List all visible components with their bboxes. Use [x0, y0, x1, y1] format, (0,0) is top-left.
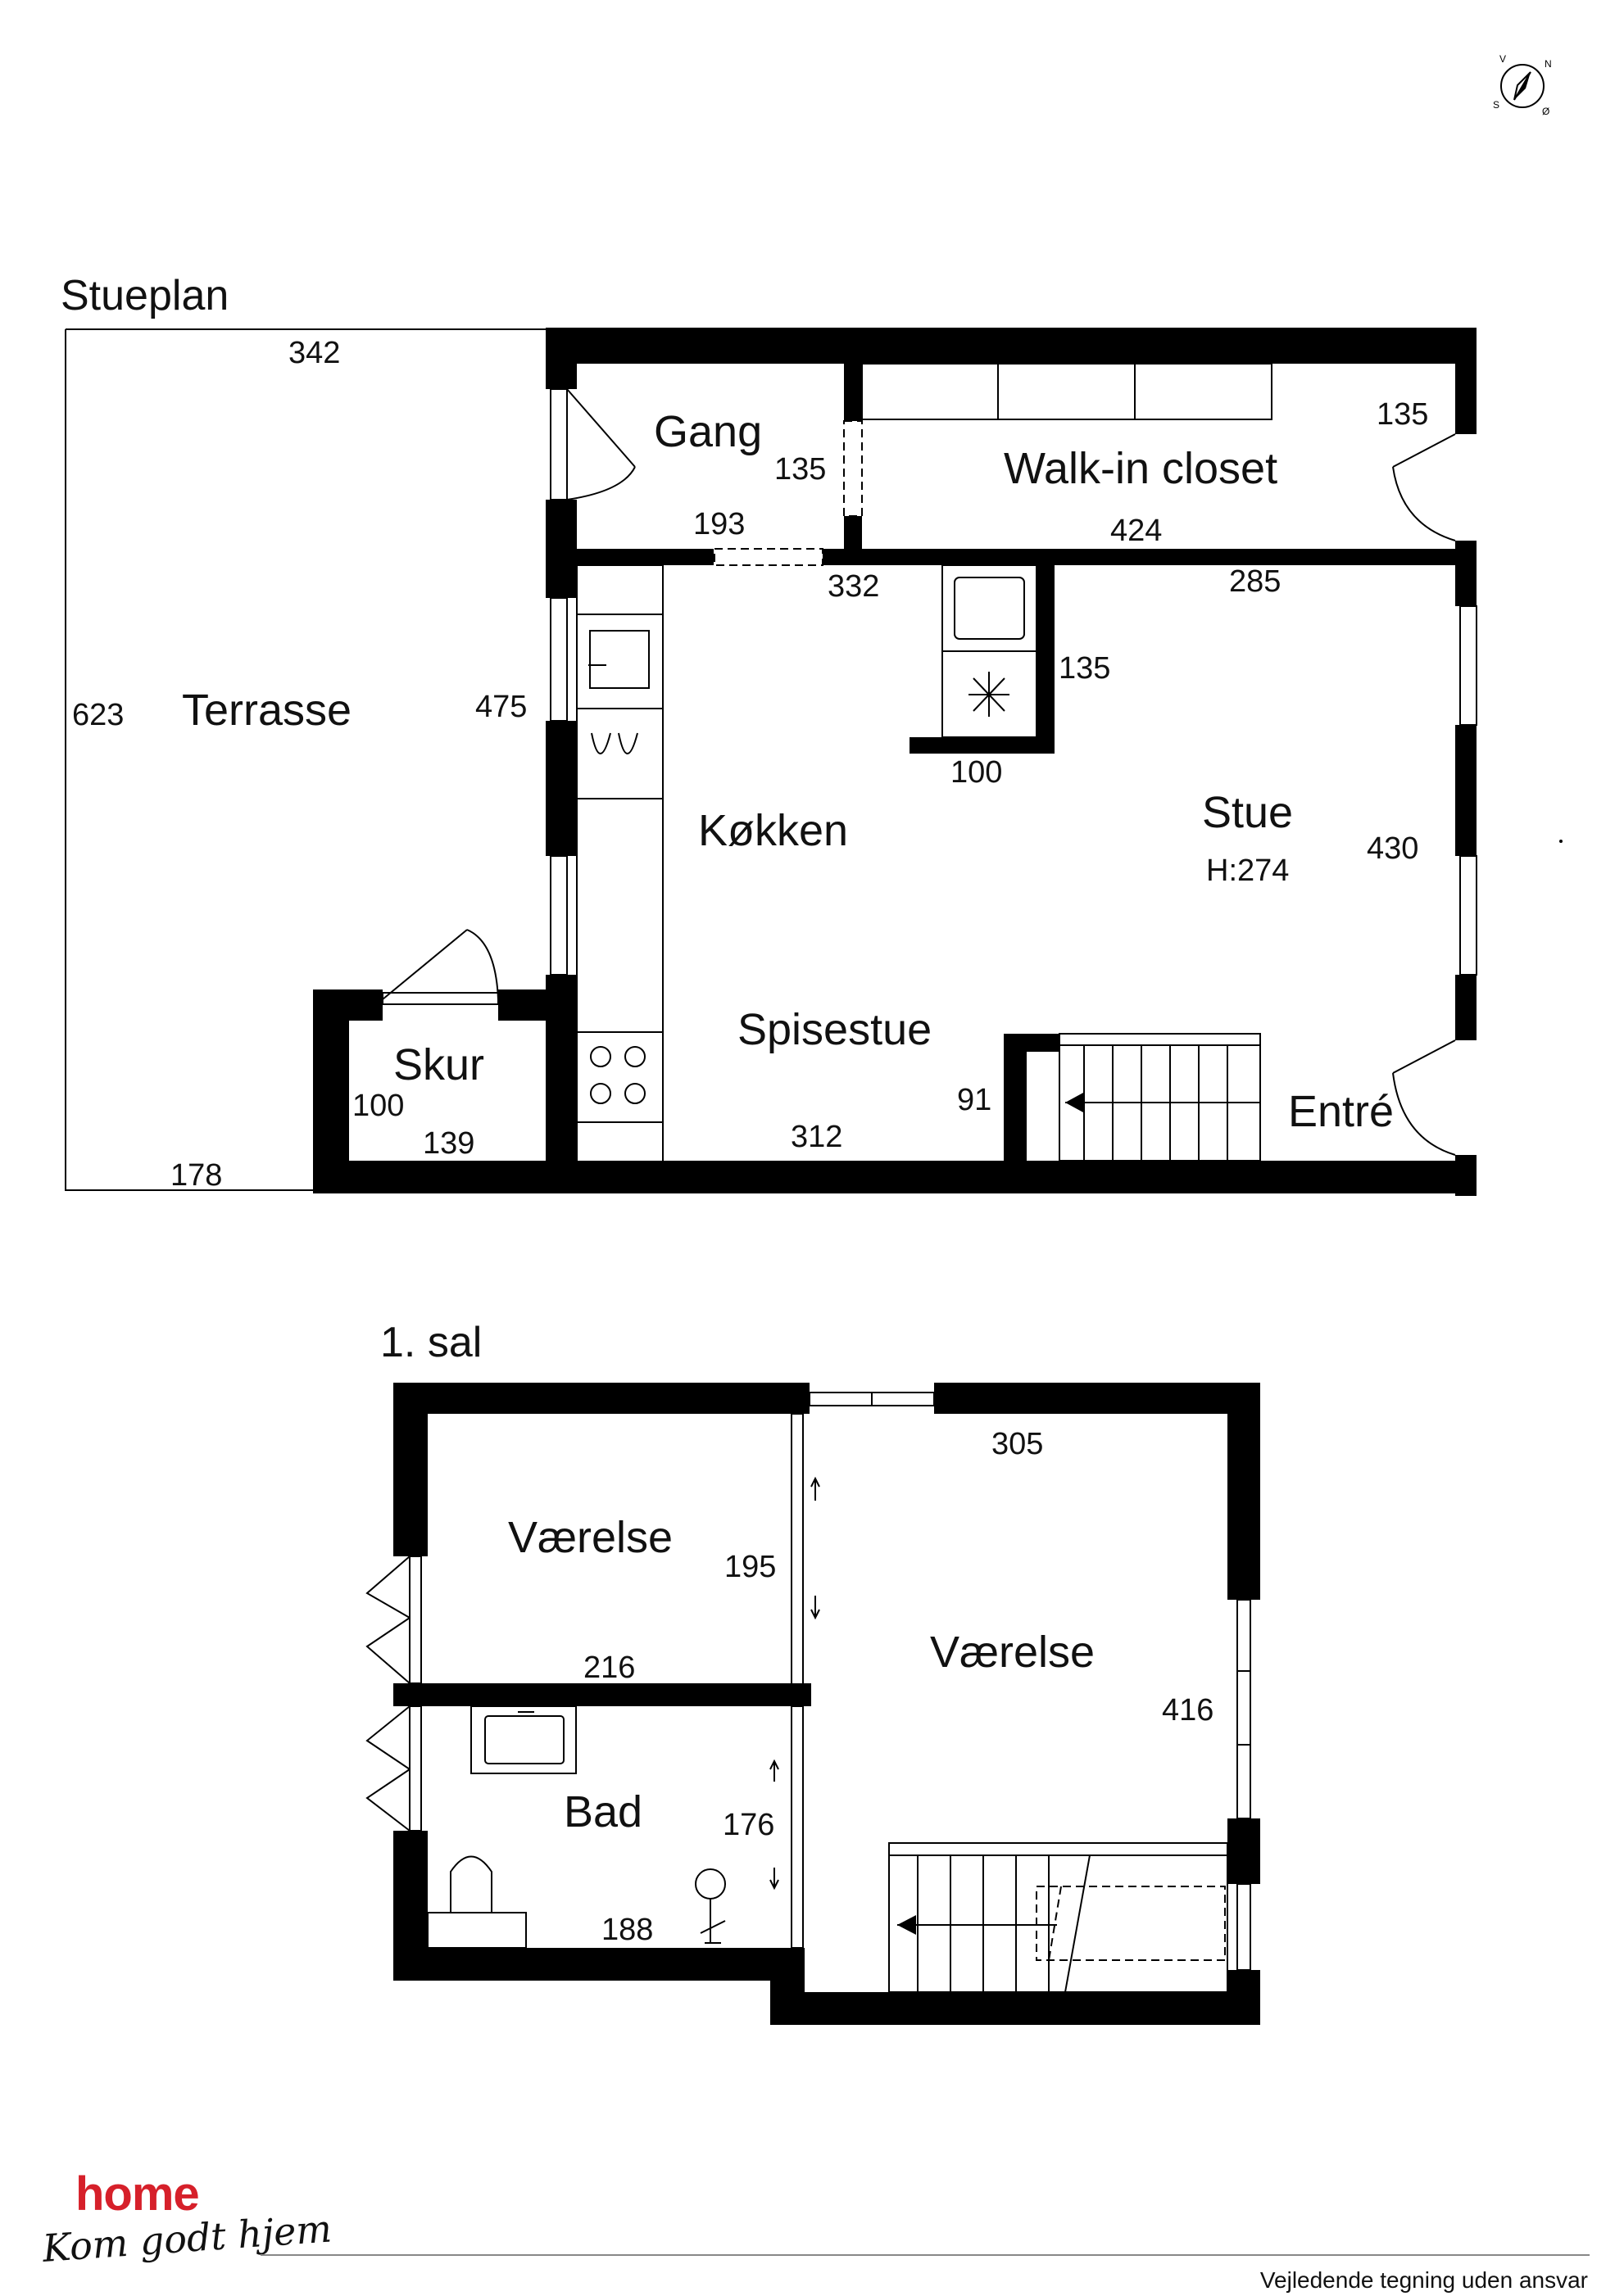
- laundry-appliances: [941, 564, 1037, 738]
- compass-s: S: [1493, 99, 1499, 111]
- terrace-outline: [65, 328, 546, 1191]
- room-bad: Bad: [564, 1787, 642, 1836]
- footer-divider: [261, 2254, 1590, 2256]
- room-kokken: Køkken: [698, 806, 848, 855]
- ground-stairs: [1059, 1033, 1261, 1162]
- floor-title-1-sal: 1. sal: [380, 1319, 482, 1366]
- dim-stair-width: 91: [957, 1083, 991, 1117]
- footer-disclaimer: Vejledende tegning uden ansvar: [1259, 2267, 1588, 2293]
- hob-icon: [576, 1031, 664, 1123]
- room-stue-height: H:274: [1206, 854, 1289, 888]
- room-terrasse: Terrasse: [182, 686, 352, 735]
- opening-gang-kitchen: [714, 548, 823, 566]
- first-floor-stairs: [888, 1842, 1228, 1993]
- ground-floor-windows: [382, 388, 1477, 1005]
- shower-icon: [695, 1868, 726, 1900]
- logo-home: home: [75, 2167, 200, 2221]
- sliding-walls: [769, 1413, 820, 1949]
- stray-dot: [1559, 840, 1563, 843]
- dim-vaerelse-large-right: 416: [1162, 1693, 1213, 1728]
- dim-stue-top: 285: [1229, 564, 1281, 599]
- dim-terrasse-bottom: 178: [170, 1158, 222, 1193]
- room-entre: Entré: [1288, 1087, 1394, 1136]
- dim-closet-width: 424: [1110, 514, 1162, 548]
- room-gang: Gang: [654, 407, 762, 456]
- dim-terrasse-depth: 623: [72, 698, 124, 732]
- kitchen-counter: [576, 564, 664, 1180]
- room-stue: Stue: [1202, 788, 1293, 837]
- dim-bad-width: 188: [601, 1913, 653, 1947]
- room-walk-in-closet: Walk-in closet: [1004, 444, 1277, 493]
- washbasin-icon: [470, 1705, 577, 1774]
- dim-closet-height: 135: [1377, 397, 1428, 432]
- room-skur: Skur: [393, 1040, 484, 1089]
- ground-floor-doors: [382, 388, 1456, 1156]
- room-vaerelse-large: Værelse: [930, 1628, 1095, 1677]
- dim-bad-height: 176: [723, 1808, 774, 1842]
- dim-kokken-top: 332: [828, 569, 879, 604]
- wardrobe-units: [861, 363, 1272, 420]
- compass-icon: N S V Ø: [1493, 53, 1552, 117]
- floor-title-stueplan: Stueplan: [61, 272, 229, 319]
- dim-vaerelse-small-height: 195: [724, 1550, 776, 1584]
- dim-gang-width: 193: [693, 507, 745, 541]
- first-floor-windows: [365, 1556, 1251, 1971]
- dim-skur-width: 139: [423, 1126, 474, 1161]
- dim-kokken-left: 475: [475, 690, 527, 724]
- toilet-icon: [427, 1912, 527, 1949]
- compass-v: V: [1499, 53, 1506, 65]
- dim-spisestue-bottom: 312: [791, 1120, 842, 1154]
- first-floor-walls: [393, 1383, 1260, 2025]
- opening-gang-closet: [843, 420, 863, 517]
- dim-appliance-height: 135: [1059, 651, 1110, 686]
- dim-vaerelse-large-top: 305: [991, 1427, 1043, 1461]
- dim-terrasse-width: 342: [288, 336, 340, 370]
- compass-n: N: [1545, 58, 1552, 70]
- dishwasher-icon: [576, 708, 664, 799]
- dim-stue-right: 430: [1367, 831, 1418, 866]
- ground-floor-walls: [313, 328, 1477, 1196]
- room-spisestue: Spisestue: [737, 1005, 932, 1054]
- compass-o: Ø: [1542, 106, 1549, 117]
- dim-vaerelse-small-width: 216: [583, 1651, 635, 1685]
- dryer-icon: [941, 650, 1037, 738]
- dim-gang-height: 135: [774, 452, 826, 487]
- dim-appliance-width: 100: [950, 755, 1002, 790]
- room-vaerelse-small: Værelse: [508, 1513, 673, 1562]
- dim-skur-height: 100: [352, 1089, 404, 1123]
- bathroom-fixtures: [427, 1705, 726, 1949]
